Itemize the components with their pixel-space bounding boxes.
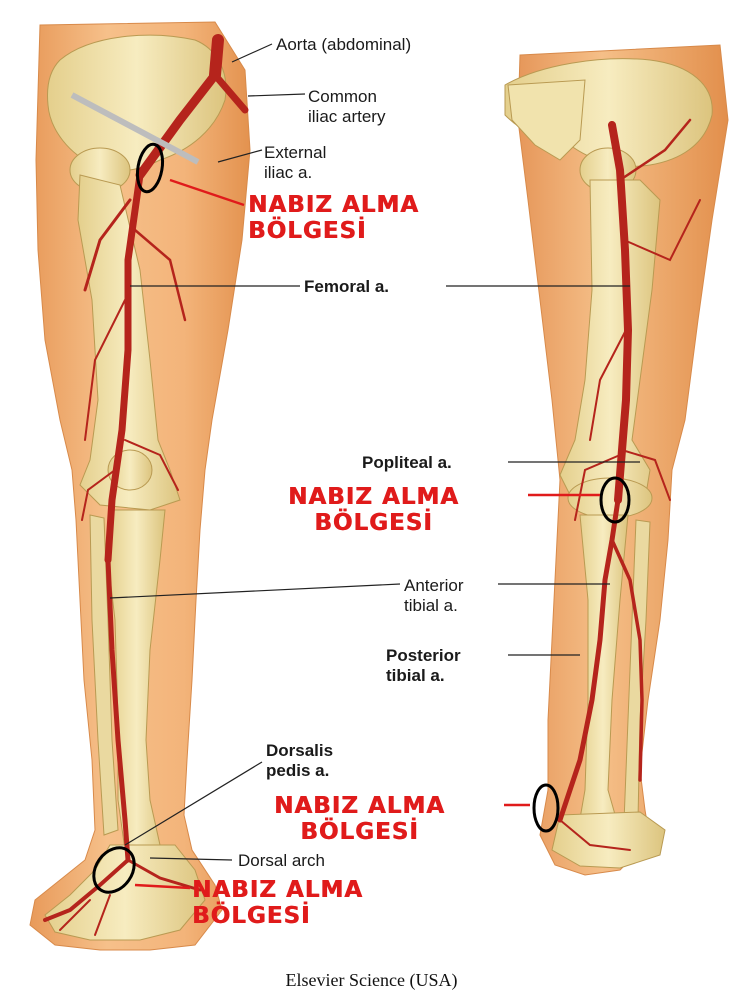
pulse-label-line2: BÖLGESİ	[192, 903, 363, 929]
posterior-tibial-label-2: tibial a.	[386, 666, 445, 685]
external-iliac-label-1: External	[264, 143, 326, 162]
aorta-label: Aorta (abdominal)	[276, 35, 411, 54]
anterior-tibial-label-1: Anterior	[404, 576, 464, 595]
anterior-tibial-label-2: tibial a.	[404, 596, 458, 615]
common-iliac-label-1: Common	[308, 87, 377, 106]
femoral-label: Femoral a.	[304, 277, 389, 296]
dorsal-arch-label: Dorsal arch	[238, 851, 325, 870]
popliteal-label: Popliteal a.	[362, 453, 452, 472]
common-iliac-label-2: iliac artery	[308, 107, 385, 126]
femoral-pulse-label: NABIZ ALMA BÖLGESİ	[248, 192, 419, 244]
pulse-label-line2: BÖLGESİ	[274, 819, 445, 845]
pulse-label-line1: NABIZ ALMA	[274, 793, 445, 819]
pulse-label-line1: NABIZ ALMA	[248, 192, 419, 218]
posterior-tibial-pulse-label: NABIZ ALMA BÖLGESİ	[274, 793, 445, 845]
posterior-tibial-label-1: Posterior	[386, 646, 461, 665]
posterior-leg	[505, 45, 728, 875]
pulse-label-line1: NABIZ ALMA	[192, 877, 363, 903]
dorsalis-pedis-pulse-label: NABIZ ALMA BÖLGESİ	[192, 877, 363, 929]
pulse-label-line1: NABIZ ALMA	[288, 484, 459, 510]
external-iliac-label-2: iliac a.	[264, 163, 312, 182]
popliteal-pulse-label: NABIZ ALMA BÖLGESİ	[288, 484, 459, 536]
pulse-label-line2: BÖLGESİ	[288, 510, 459, 536]
dorsalis-pedis-label-1: Dorsalis	[266, 741, 333, 760]
posterior-heel-bones	[552, 812, 665, 868]
posterior-knee-joint	[568, 478, 652, 518]
dorsalis-pedis-label-2: pedis a.	[266, 761, 329, 780]
pulse-label-line2: BÖLGESİ	[248, 218, 419, 244]
image-credit: Elsevier Science (USA)	[0, 970, 743, 991]
